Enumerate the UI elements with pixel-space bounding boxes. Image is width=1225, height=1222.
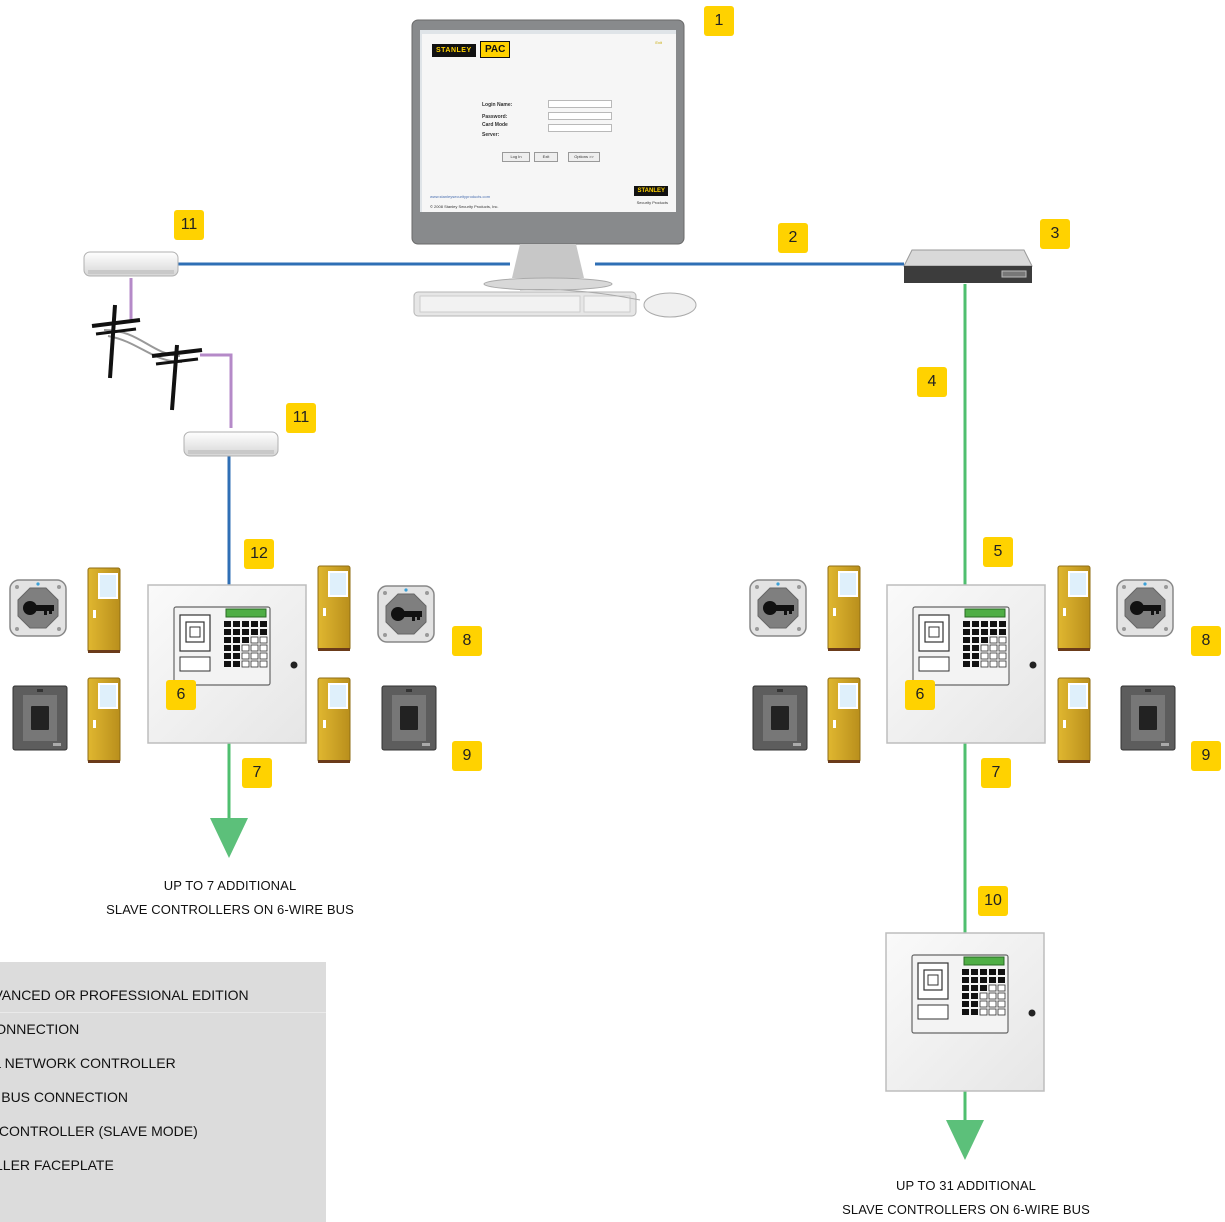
tag-6-left: 6: [166, 680, 196, 710]
mouse: [519, 288, 697, 318]
bus-line-slave: [946, 742, 984, 1160]
caption-left: UP TO 7 ADDITIONAL SLAVE CONTROLLERS ON …: [104, 874, 356, 922]
card-mode-label[interactable]: Card Mode: [482, 122, 508, 128]
modem-top: [83, 251, 179, 277]
legend-item-1: ADVANCED OR PROFESSIONAL EDITION: [0, 978, 326, 1013]
door-right-inner-top: [1057, 565, 1091, 652]
tag-3: 3: [1040, 219, 1070, 249]
log-in-button[interactable]: Log In: [502, 152, 530, 162]
exit-button[interactable]: Exit: [534, 152, 558, 162]
tag-1: 1: [704, 6, 734, 36]
caption-left-line1: UP TO 7 ADDITIONAL: [163, 878, 297, 893]
tag-7-left: 7: [242, 758, 272, 788]
modem-bottom: [183, 431, 279, 457]
legend-item-4: IRE BUS CONNECTION: [0, 1089, 129, 1105]
legend-item-5: OR CONTROLLER (SLAVE MODE): [0, 1123, 198, 1139]
tag-11-bottom: 11: [286, 403, 316, 433]
tag-12: 12: [244, 539, 274, 569]
options-button[interactable]: Options >>: [568, 152, 600, 162]
door-right-outer-bottom: [827, 677, 861, 764]
controller-left: [147, 584, 307, 744]
caption-right: UP TO 31 ADDITIONAL SLAVE CONTROLLERS ON…: [840, 1174, 1092, 1222]
keyswitch-left-outer: [9, 579, 67, 637]
tag-2: 2: [778, 223, 808, 253]
security-products-text: Security Products: [636, 200, 668, 205]
tag-8-left: 8: [452, 626, 482, 656]
tag-11-top: 11: [174, 210, 204, 240]
reader-right-outer: [752, 685, 808, 751]
password-input[interactable]: [548, 112, 612, 120]
phone-line: [91, 278, 233, 428]
exit-link[interactable]: Exit: [655, 40, 662, 45]
reader-left-inner: [381, 685, 437, 751]
stanley-footer-logo: STANLEY: [634, 186, 668, 196]
keyboard: [413, 291, 637, 317]
controller-right: [886, 584, 1046, 744]
door-left-outer-bottom: [87, 677, 121, 764]
legend: ADVANCED OR PROFESSIONAL EDITION L CONNE…: [0, 962, 326, 1222]
door-left-inner-bottom: [317, 677, 351, 764]
controller-slave: [885, 932, 1045, 1092]
legend-item-3: RAL NETWORK CONTROLLER: [0, 1055, 176, 1071]
caption-left-line2: SLAVE CONTROLLERS ON 6-WIRE BUS: [106, 902, 354, 917]
legend-item-2: L CONNECTION: [0, 1021, 80, 1037]
tag-7-right: 7: [981, 758, 1011, 788]
caption-right-line2: SLAVE CONTROLLERS ON 6-WIRE BUS: [842, 1202, 1090, 1217]
stanley-logo: STANLEY: [432, 44, 476, 57]
login-name-input[interactable]: [548, 100, 612, 108]
card-mode-input[interactable]: [548, 124, 612, 132]
keyswitch-right-inner: [1116, 579, 1174, 637]
tag-9-left: 9: [452, 741, 482, 771]
tag-9-right: 9: [1191, 741, 1221, 771]
server-label: Server:: [482, 132, 500, 138]
door-right-outer-top: [827, 565, 861, 652]
bus-line-left: [210, 742, 248, 858]
keyswitch-left-inner: [377, 585, 435, 643]
keyswitch-right-outer: [749, 579, 807, 637]
website-link[interactable]: www.stanleysecurityproducts.com: [430, 194, 491, 199]
legend-item-6: ROLLER FACEPLATE: [0, 1157, 114, 1173]
login-name-label: Login Name:: [482, 102, 513, 108]
tag-10: 10: [978, 886, 1008, 916]
copyright-text: © 2008 Stanley Security Products, Inc.: [430, 204, 499, 209]
password-label: Password:: [482, 114, 508, 120]
caption-right-line1: UP TO 31 ADDITIONAL: [896, 1178, 1036, 1193]
tag-4: 4: [917, 367, 947, 397]
door-left-inner-top: [317, 565, 351, 652]
tag-8-right: 8: [1191, 626, 1221, 656]
tag-5: 5: [983, 537, 1013, 567]
door-left-outer-top: [87, 567, 121, 654]
network-controller: [903, 249, 1033, 283]
tag-6-right: 6: [905, 680, 935, 710]
reader-right-inner: [1120, 685, 1176, 751]
pac-logo: PAC: [480, 41, 511, 58]
reader-left-outer: [12, 685, 68, 751]
login-screen: STANLEY PAC Exit Login Name: Password: C…: [422, 34, 676, 212]
door-right-inner-bottom: [1057, 677, 1091, 764]
